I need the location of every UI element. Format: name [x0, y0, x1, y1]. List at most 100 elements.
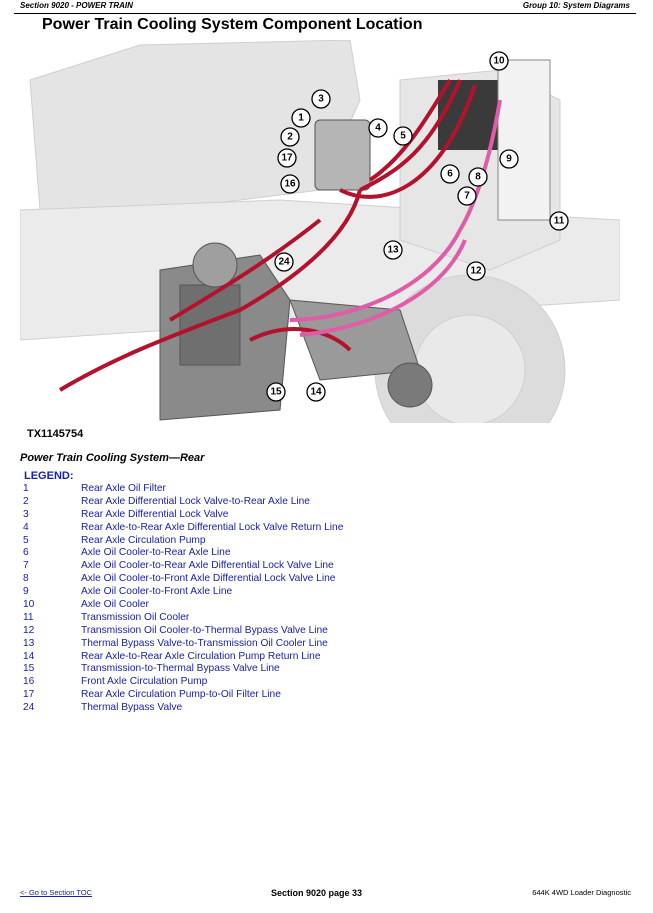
legend-number: 7: [23, 560, 29, 572]
legend-number: 2: [23, 495, 29, 507]
figure-caption: Power Train Cooling System—Rear: [20, 452, 205, 464]
legend-number: 6: [23, 547, 29, 559]
callout-3: 3: [311, 89, 331, 109]
svg-text:10: 10: [493, 56, 505, 67]
legend-text: Rear Axle Circulation Pump: [81, 534, 206, 546]
callout-9: 9: [499, 149, 519, 169]
svg-text:3: 3: [318, 94, 324, 105]
legend-number: 16: [23, 676, 35, 688]
legend-text: Axle Oil Cooler-to-Rear Axle Differentia…: [81, 560, 334, 572]
section-toc-link[interactable]: <- Go to Section TOC: [20, 888, 93, 897]
legend-number: 14: [23, 650, 35, 662]
callout-8: 8: [468, 167, 488, 187]
callout-2: 2: [280, 127, 300, 147]
legend-number: 10: [23, 599, 35, 611]
legend-number: 24: [23, 702, 35, 714]
legend-text: Thermal Bypass Valve-to-Transmission Oil…: [81, 637, 328, 649]
component-location-figure: 10 3 1 4 2 5 17 9 6 8 16 7 11 13 12 24 1…: [20, 40, 620, 423]
callout-12: 12: [466, 261, 486, 281]
page-header: Section 9020 - POWER TRAIN Group 10: Sys…: [14, 0, 636, 13]
document-title: 644K 4WD Loader Diagnostic: [532, 888, 631, 897]
callout-24: 24: [274, 252, 294, 272]
svg-text:15: 15: [270, 387, 282, 398]
legend-text: Transmission-to-Thermal Bypass Valve Lin…: [81, 663, 280, 675]
legend-item: 1 Rear Axle Oil Filter: [23, 483, 443, 496]
legend-text: Axle Oil Cooler-to-Rear Axle Line: [81, 547, 231, 559]
legend-text: Axle Oil Cooler-to-Front Axle Line: [81, 586, 233, 598]
page-title: Power Train Cooling System Component Loc…: [42, 16, 423, 33]
svg-text:1: 1: [298, 113, 304, 124]
svg-text:5: 5: [400, 131, 406, 142]
callout-7: 7: [457, 186, 477, 206]
callout-11: 11: [549, 211, 569, 231]
axle-oil-cooler: [438, 59, 551, 221]
legend-number: 15: [23, 663, 35, 675]
svg-text:14: 14: [310, 387, 322, 398]
legend-text: Rear Axle Circulation Pump-to-Oil Filter…: [81, 689, 281, 701]
svg-text:4: 4: [375, 123, 381, 134]
legend-item: 9 Axle Oil Cooler-to-Front Axle Line: [23, 586, 443, 599]
legend-number: 13: [23, 637, 35, 649]
callout-10: 10: [489, 51, 509, 71]
callout-17: 17: [277, 148, 297, 168]
callout-13: 13: [383, 240, 403, 260]
legend-text: Rear Axle Differential Lock Valve-to-Rea…: [81, 495, 310, 507]
legend-text: Rear Axle Oil Filter: [81, 483, 166, 494]
legend-item: 12 Transmission Oil Cooler-to-Thermal Byp…: [23, 625, 443, 638]
svg-text:12: 12: [470, 266, 482, 277]
transmission: [159, 242, 433, 421]
legend-text: Rear Axle Differential Lock Valve: [81, 508, 229, 520]
page-number: Section 9020 page 33: [271, 888, 363, 898]
legend-item: 10 Axle Oil Cooler: [23, 599, 443, 612]
legend-text: Thermal Bypass Valve: [81, 702, 183, 714]
callout-16: 16: [280, 174, 300, 194]
legend-item: 15 Transmission-to-Thermal Bypass Valve L…: [23, 663, 443, 676]
callout-1: 1: [291, 108, 311, 128]
svg-text:16: 16: [284, 179, 296, 190]
svg-text:17: 17: [281, 153, 293, 164]
legend-number: 3: [23, 508, 29, 520]
legend-number: 9: [23, 586, 29, 598]
svg-text:13: 13: [387, 245, 399, 256]
legend-item: 13 Thermal Bypass Valve-to-Transmission O…: [23, 638, 443, 651]
legend-number: 5: [23, 534, 29, 546]
legend-item: 24 Thermal Bypass Valve: [23, 702, 443, 715]
svg-text:8: 8: [475, 172, 481, 183]
legend-title: LEGEND:: [24, 470, 74, 482]
legend-item: 2 Rear Axle Differential Lock Valve-to-Re…: [23, 496, 443, 509]
header-rule: [14, 13, 636, 14]
callout-5: 5: [393, 126, 413, 146]
callout-6: 6: [440, 164, 460, 184]
legend-text: Rear Axle-to-Rear Axle Differential Lock…: [81, 521, 344, 533]
svg-text:9: 9: [506, 154, 512, 165]
legend-text: Axle Oil Cooler-to-Front Axle Differenti…: [81, 573, 336, 585]
figure-code: TX1145754: [27, 428, 84, 440]
legend-item: 6 Axle Oil Cooler-to-Rear Axle Line: [23, 547, 443, 560]
group-label: Group 10: System Diagrams: [522, 1, 630, 10]
legend-item: 7 Axle Oil Cooler-to-Rear Axle Differenti…: [23, 560, 443, 573]
svg-text:24: 24: [278, 257, 290, 268]
red-hoses: [58, 78, 477, 392]
legend-number: 17: [23, 689, 35, 701]
svg-text:11: 11: [554, 216, 565, 227]
legend-text: Axle Oil Cooler: [81, 599, 149, 611]
legend-text: Rear Axle-to-Rear Axle Circulation Pump …: [81, 650, 321, 662]
legend-text: Transmission Oil Cooler-to-Thermal Bypas…: [81, 624, 328, 636]
svg-text:7: 7: [464, 191, 470, 202]
svg-text:2: 2: [287, 132, 293, 143]
legend-item: 17 Rear Axle Circulation Pump-to-Oil Filt…: [23, 689, 443, 702]
legend-item: 5 Rear Axle Circulation Pump: [23, 535, 443, 548]
section-label: Section 9020 - POWER TRAIN: [20, 1, 133, 10]
legend-number: 11: [23, 611, 34, 623]
pink-hoses: [289, 99, 502, 337]
legend-number: 12: [23, 624, 35, 636]
legend-text: Front Axle Circulation Pump: [81, 676, 208, 688]
legend-item: 14 Rear Axle-to-Rear Axle Circulation Pum…: [23, 651, 443, 664]
callout-14: 14: [306, 382, 326, 402]
legend-item: 16 Front Axle Circulation Pump: [23, 676, 443, 689]
legend-number: 1: [23, 483, 29, 494]
